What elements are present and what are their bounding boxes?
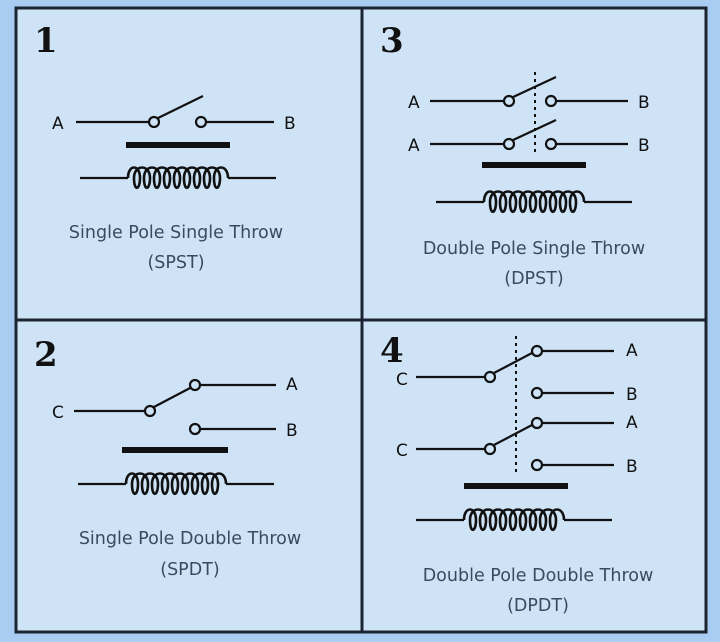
terminal-label-c: C: [396, 370, 408, 390]
switch-contact: [188, 378, 202, 392]
panel-dpdt: 4 C A B C A B Double Pole Double Throw (…: [380, 331, 653, 616]
caption-title: Double Pole Double Throw: [423, 566, 654, 586]
switch-contact: [194, 115, 208, 129]
relay-coil: [80, 166, 276, 190]
terminal-label-a: A: [52, 114, 64, 134]
switch-contact: [483, 442, 497, 456]
switch-contact: [502, 137, 516, 151]
panel-spst: 1 A B Single Pole Single Throw (SPST): [34, 21, 296, 273]
terminal-label-b: B: [638, 93, 650, 113]
panel-spdt: 2 C A B Single Pole Double Throw (SPDT): [34, 335, 301, 580]
terminal-label-c: C: [52, 403, 64, 423]
caption-abbrev: (DPST): [504, 269, 563, 289]
terminal-label-a: A: [286, 375, 298, 395]
caption-abbrev: (SPST): [147, 253, 204, 273]
switch-contact: [483, 370, 497, 384]
panel-number: 2: [34, 335, 58, 375]
caption-title: Double Pole Single Throw: [423, 239, 645, 259]
relay-coil: [416, 508, 612, 532]
switch-contact: [530, 386, 544, 400]
relay-coil: [78, 472, 274, 496]
switch-contact: [544, 94, 558, 108]
panel-number: 1: [34, 21, 58, 61]
switch-contact: [544, 137, 558, 151]
switch-contact: [530, 416, 544, 430]
switch-contact: [530, 458, 544, 472]
relay-coil: [436, 190, 632, 214]
switch-contact: [530, 344, 544, 358]
panel-number: 4: [380, 331, 404, 371]
caption-abbrev: (SPDT): [160, 560, 219, 580]
terminal-label-b: B: [286, 421, 298, 441]
terminal-label-a: A: [408, 93, 420, 113]
caption-title: Single Pole Single Throw: [69, 223, 283, 243]
caption-abbrev: (DPDT): [507, 596, 569, 616]
terminal-label-b: B: [626, 385, 638, 405]
switch-contact: [147, 115, 161, 129]
switch-contact: [502, 94, 516, 108]
terminal-label-b: B: [284, 114, 296, 134]
caption-title: Single Pole Double Throw: [79, 529, 301, 549]
terminal-label-a: A: [408, 136, 420, 156]
terminal-label-b: B: [626, 457, 638, 477]
terminal-label-c: C: [396, 441, 408, 461]
panel-2-frame: [14, 318, 364, 634]
panel-dpst: 3 A B A B Double Pole Single Throw (DPST…: [380, 21, 650, 289]
terminal-label-a: A: [626, 341, 638, 361]
panel-1-frame: [14, 6, 364, 322]
panel-4-frame: [360, 318, 708, 634]
panel-number: 3: [380, 21, 404, 61]
switch-contact: [188, 422, 202, 436]
switch-contact: [143, 404, 157, 418]
terminal-label-a: A: [626, 413, 638, 433]
terminal-label-b: B: [638, 136, 650, 156]
